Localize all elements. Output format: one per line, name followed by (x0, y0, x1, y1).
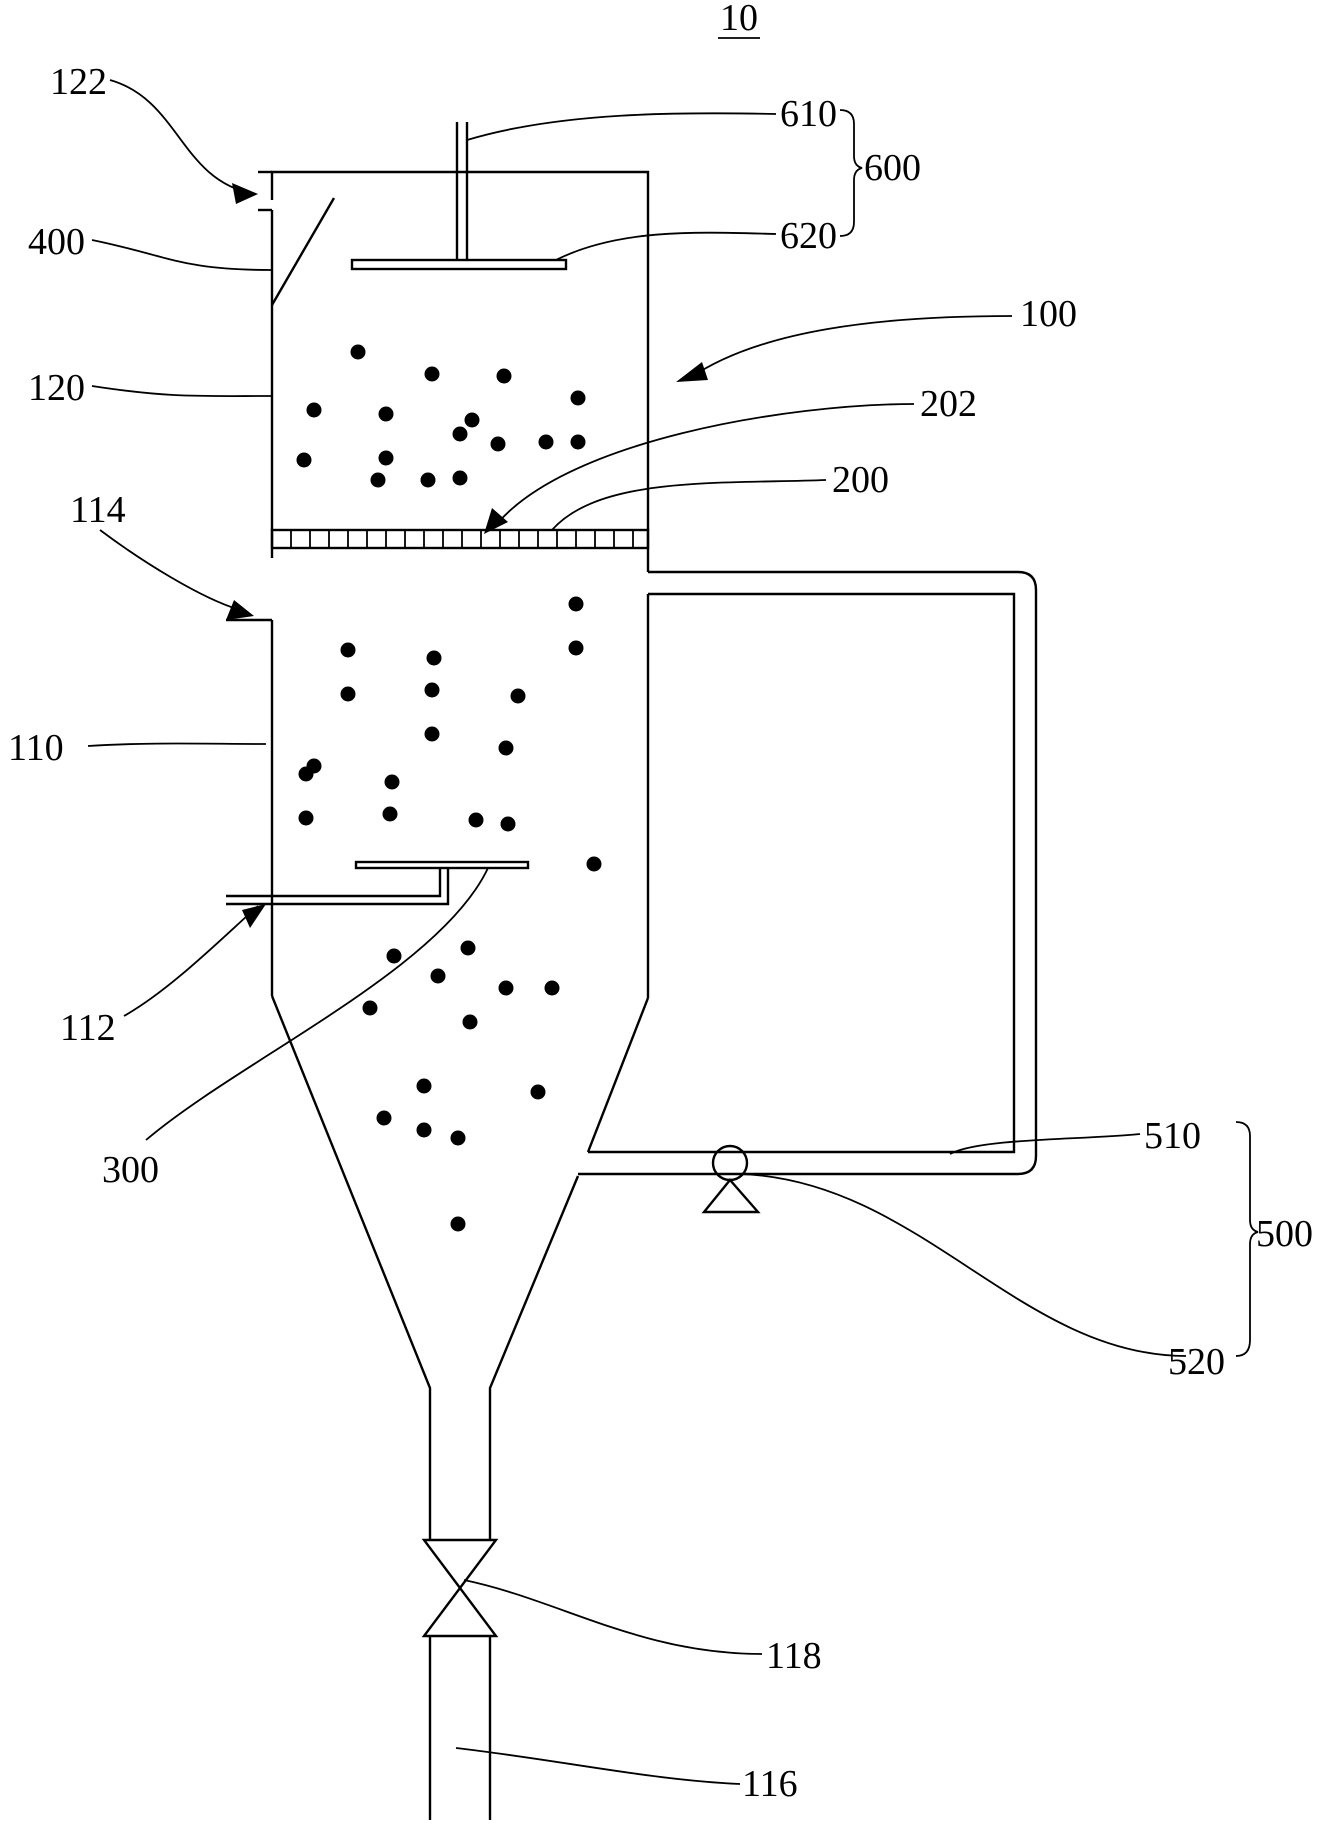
label-202: 202 (920, 383, 977, 425)
side-inlet-114 (226, 618, 272, 622)
figure-number: 10 (720, 0, 758, 39)
label-116: 116 (742, 1763, 798, 1805)
particle (450, 1216, 466, 1232)
label-118: 118 (766, 1635, 822, 1677)
particle (498, 980, 514, 996)
upper-chamber-top (270, 170, 650, 572)
particle (424, 726, 440, 742)
particle (452, 426, 468, 442)
arrowheads (226, 183, 708, 928)
particle (376, 1110, 392, 1126)
particle (450, 1130, 466, 1146)
reference-labels: 610 600 620 122 400 120 100 202 200 114 … (8, 61, 1313, 1805)
label-520: 520 (1168, 1341, 1225, 1383)
label-400: 400 (28, 221, 85, 263)
particle (296, 452, 312, 468)
particle (416, 1078, 432, 1094)
label-600: 600 (864, 147, 921, 189)
valve-118 (421, 1538, 499, 1638)
label-510: 510 (1144, 1115, 1201, 1157)
label-120: 120 (28, 367, 85, 409)
particle (452, 470, 468, 486)
particle (496, 368, 512, 384)
particle (538, 434, 554, 450)
particle (340, 642, 356, 658)
particle (350, 344, 366, 360)
particle (378, 406, 394, 422)
particle (378, 450, 394, 466)
upper-inlet-122 (258, 170, 272, 212)
brackets (839, 109, 1259, 1357)
label-110: 110 (8, 727, 64, 769)
particle (426, 650, 442, 666)
cone-right-wall-lower (488, 1175, 580, 1540)
particle (370, 472, 386, 488)
particle (306, 402, 322, 418)
leader-lines (87, 79, 1187, 1785)
particle (362, 1000, 378, 1016)
label-114: 114 (70, 489, 126, 531)
recirculation-loop-500 (578, 570, 1038, 1214)
cone-right-wall (586, 997, 650, 1153)
label-500: 500 (1256, 1213, 1313, 1255)
particle (468, 812, 484, 828)
particle (430, 968, 446, 984)
particle (570, 434, 586, 450)
particle (420, 472, 436, 488)
label-100: 100 (1020, 293, 1077, 335)
label-112: 112 (60, 1007, 116, 1049)
particle (298, 766, 314, 782)
recirculation-pipe-510-inner (588, 592, 1016, 1154)
sieve-plate-200 (270, 528, 650, 550)
particle (384, 774, 400, 790)
label-610: 610 (780, 93, 837, 135)
label-300: 300 (102, 1149, 159, 1191)
particle (568, 596, 584, 612)
particle (530, 1084, 546, 1100)
particle (544, 980, 560, 996)
particle (490, 436, 506, 452)
stirrer-600 (350, 122, 568, 271)
bracket-500 (1235, 1121, 1259, 1357)
label-122: 122 (50, 61, 107, 103)
particle (382, 806, 398, 822)
particle (500, 816, 516, 832)
particle (416, 1122, 432, 1138)
bracket-600 (839, 109, 863, 237)
particle (460, 940, 476, 956)
particle (498, 740, 514, 756)
particle (510, 688, 526, 704)
particle (424, 682, 440, 698)
recirculation-pipe-510-outer (578, 570, 1038, 1176)
stirrer-paddle-620 (350, 258, 568, 271)
label-200: 200 (832, 459, 889, 501)
particle (568, 640, 584, 656)
cone-left-wall (270, 995, 432, 1540)
particles (296, 344, 602, 1232)
particle (570, 390, 586, 406)
particle (464, 412, 480, 428)
particle (298, 810, 314, 826)
label-620: 620 (780, 215, 837, 257)
gas-distributor-300 (226, 860, 530, 906)
baffle-400 (270, 197, 336, 306)
particle (386, 948, 402, 964)
particle (340, 686, 356, 702)
pump-base-520 (701, 1178, 761, 1214)
reactor-vessel (270, 170, 650, 1540)
particle (462, 1014, 478, 1030)
outlet-pipe-116 (428, 1636, 492, 1820)
particle (424, 366, 440, 382)
particle (586, 856, 602, 872)
